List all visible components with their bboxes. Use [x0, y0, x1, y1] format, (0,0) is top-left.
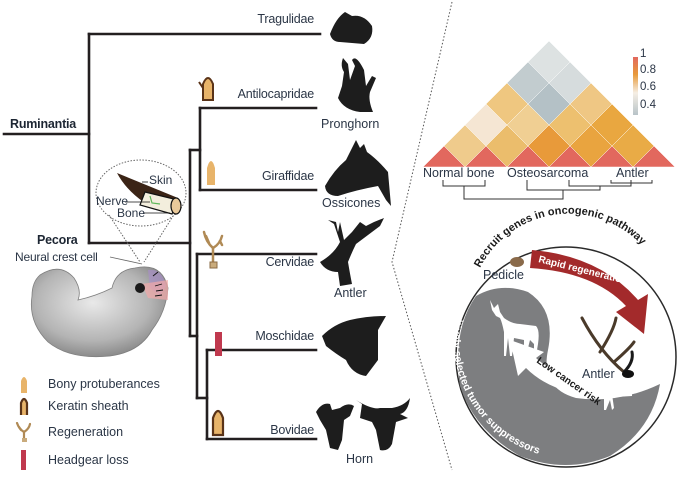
colorbar-tick-0-4: 0.4	[640, 99, 656, 111]
white-deer-icon	[490, 300, 614, 410]
colorbar	[633, 57, 638, 115]
taxon-giraffidae: Giraffidae	[262, 169, 314, 183]
keratin-sheath-icon	[14, 396, 34, 416]
tragulid-head-icon	[330, 12, 373, 44]
regeneration-antler-icon	[14, 422, 34, 442]
pronghorn-head-icon	[338, 58, 376, 112]
legend-label: Headgear loss	[48, 453, 129, 467]
group-label-osteosarcoma: Osteosarcoma	[507, 166, 589, 180]
group-label-antler: Antler	[616, 166, 649, 180]
deer-antler-head-icon	[320, 218, 384, 286]
ruminantia-label: Ruminantia	[10, 117, 77, 131]
headgear-label-ossicones: Ossicones	[322, 196, 381, 210]
colorbar-tick-0-8: 0.8	[640, 64, 656, 76]
bony-protuberance-marker-giraffidae	[207, 161, 215, 185]
legend-label: Keratin sheath	[48, 399, 129, 413]
cow-head-icon	[356, 398, 410, 451]
legend-item-headgear-loss: Headgear loss	[14, 450, 129, 470]
colorbar-tick-0-6: 0.6	[640, 81, 656, 93]
goat-head-icon	[316, 403, 354, 450]
keratin-sheath-marker-bovidae	[211, 409, 225, 437]
inset-bone-label: Bone	[117, 206, 146, 220]
rapid-regeneration-arrow	[530, 250, 648, 334]
headgear-loss-marker-moschidae	[215, 332, 222, 356]
colorbar-tick-1: 1	[640, 48, 647, 60]
low-cancer-risk-arrow	[510, 340, 632, 397]
headgear-label-horn: Horn	[346, 452, 374, 466]
taxon-tragulidae: Tragulidae	[257, 12, 314, 26]
legend-item-keratin: Keratin sheath	[14, 396, 129, 416]
keratin-sheath-marker-antilocapridae	[198, 77, 214, 101]
bony-protuberance-icon	[14, 374, 34, 394]
headgear-label-pronghorn: Pronghorn	[321, 117, 380, 131]
headgear-loss-icon	[14, 450, 34, 470]
taxon-moschidae: Moschidae	[255, 329, 314, 343]
pedicle-icon	[510, 257, 524, 267]
regeneration-marker-cervidae	[202, 230, 224, 269]
legend-label: Bony protuberances	[48, 377, 160, 391]
taxon-cervidae: Cervidae	[265, 255, 315, 269]
headgear-label-antler: Antler	[334, 286, 367, 300]
pecora-label: Pecora	[37, 233, 78, 247]
pedicle-label: Pedicle	[483, 268, 524, 282]
musk-deer-head-icon	[322, 316, 386, 376]
cycle-antler-label: Antler	[582, 367, 615, 381]
inset-nerve-label: Nerve	[96, 194, 129, 208]
taxon-antilocapridae: Antilocapridae	[237, 87, 315, 101]
giraffe-head-icon	[325, 140, 391, 206]
antler-photo-icon	[580, 316, 636, 374]
taxon-bovidae: Bovidae	[270, 423, 314, 437]
inset-skin-label: Skin	[149, 173, 173, 187]
legend-item-regeneration: Regeneration	[14, 422, 123, 442]
neural-crest-cell-label: Neural crest cell	[15, 250, 98, 264]
group-label-normal-bone: Normal bone	[423, 166, 495, 180]
legend-item-bony: Bony protuberances	[14, 374, 160, 394]
legend-label: Regeneration	[48, 425, 124, 439]
